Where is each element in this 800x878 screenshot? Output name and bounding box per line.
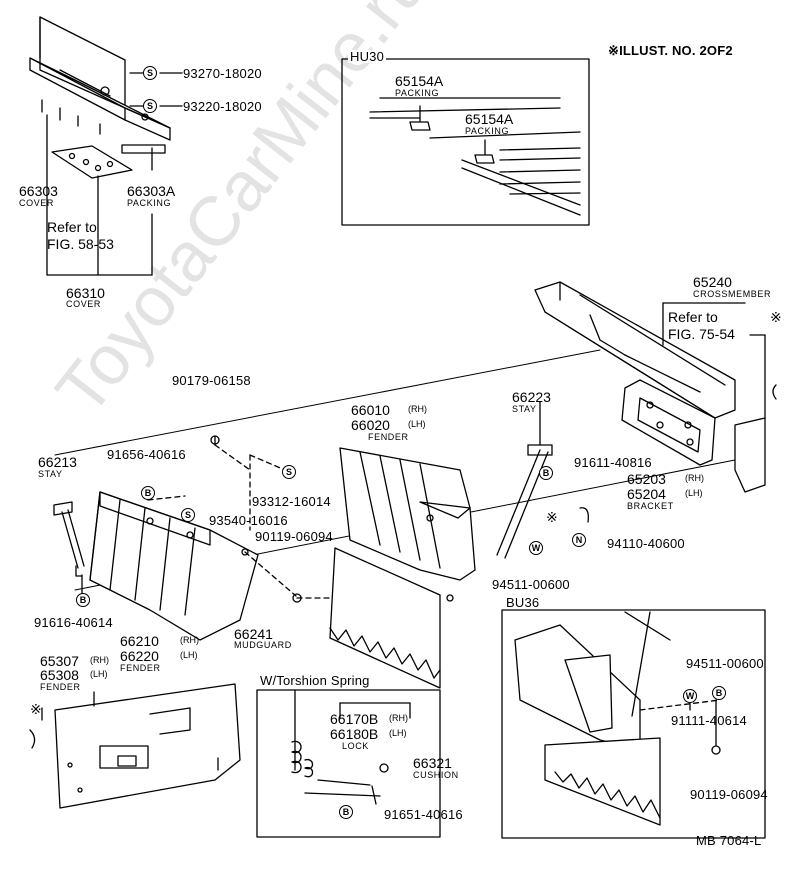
b-symbol: B <box>712 686 726 700</box>
refer-fig-75-54: FIG. 75-54 <box>668 326 735 342</box>
hu30-inset-drawing <box>341 58 590 226</box>
part-94511-00600: 94511-00600 <box>492 577 570 592</box>
part-91111-40614: 91111-40614 <box>671 713 747 728</box>
cushion-label: CUSHION <box>413 770 459 780</box>
part-65308: 65308 <box>40 667 79 683</box>
part-91656-40616: 91656-40616 <box>107 447 186 462</box>
part-90119-06094-bu36: 90119-06094 <box>690 787 768 802</box>
packing-label-2: PACKING <box>465 126 510 136</box>
b-symbol: B <box>339 805 353 819</box>
part-66223: 66223 <box>512 389 551 405</box>
rh-tag: (RH) <box>408 404 427 414</box>
crossmember-drawing <box>534 281 777 493</box>
stay-label-2: STAY <box>512 404 537 414</box>
lock-label: LOCK <box>342 741 369 751</box>
s-symbol: S <box>143 99 157 113</box>
bu36-title: BU36 <box>506 595 540 610</box>
part-66020: 66020 <box>351 417 390 433</box>
part-93270-18020: 93270-18020 <box>183 66 262 81</box>
rh-tag: (RH) <box>389 713 408 723</box>
lh-tag: (LH) <box>685 488 703 498</box>
w-symbol: W <box>683 689 697 703</box>
crossmember-name: CROSSMEMBER <box>693 289 772 299</box>
part-65154a-1: 65154A <box>395 73 444 89</box>
stay-label-1: STAY <box>38 469 63 479</box>
b-symbol: B <box>76 593 90 607</box>
diagram-code: MB 7064-L <box>696 833 762 848</box>
hu30-title: HU30 <box>348 49 387 64</box>
part-65204: 65204 <box>627 486 666 502</box>
b-symbol: B <box>539 466 553 480</box>
b-symbol: B <box>141 486 155 500</box>
part-90179-06158: 90179-06158 <box>172 373 251 388</box>
part-65154a-2: 65154A <box>465 111 514 127</box>
asterisk-mark: ※ <box>30 701 42 717</box>
lh-tag: (LH) <box>180 650 198 660</box>
part-66010: 66010 <box>351 402 390 418</box>
lh-tag: (LH) <box>90 669 108 679</box>
part-66310: 66310 <box>66 285 105 301</box>
s-symbol: S <box>143 66 157 80</box>
asterisk-mark: ※ <box>770 309 782 325</box>
part-66220: 66220 <box>120 648 159 664</box>
part-66303a-name: PACKING <box>127 198 172 208</box>
illust-number: ※ILLUST. NO. 2OF2 <box>608 43 733 58</box>
top-bracket-drawing <box>29 16 183 276</box>
n-symbol: N <box>572 533 586 547</box>
part-66180b: 66180B <box>330 726 379 742</box>
refer-fig-58-53: FIG. 58-53 <box>47 236 114 252</box>
rh-tag: (RH) <box>180 635 199 645</box>
center-fender-drawing <box>292 401 589 689</box>
part-66303: 66303 <box>19 183 58 199</box>
fender-label-2: FENDER <box>368 432 409 442</box>
bottom-fender-drawing <box>29 683 241 809</box>
part-66241: 66241 <box>234 626 273 642</box>
bu36-box-drawing <box>501 609 766 839</box>
part-91616-40614: 91616-40614 <box>34 615 113 630</box>
part-90119-06094: 90119-06094 <box>255 529 333 544</box>
fender-label-1: FENDER <box>120 663 161 673</box>
bracket-label: BRACKET <box>627 501 674 511</box>
part-65307: 65307 <box>40 653 79 669</box>
mudguard-label: MUDGUARD <box>234 640 292 650</box>
part-94110-40600: 94110-40600 <box>607 536 685 551</box>
torsion-box-drawing <box>256 689 441 838</box>
s-symbol: S <box>282 465 296 479</box>
fender-label-3: FENDER <box>40 682 81 692</box>
rh-tag: (RH) <box>90 655 109 665</box>
asterisk-mark: ※ <box>546 509 558 525</box>
part-94511-00600-bu36: 94511-00600 <box>686 656 764 671</box>
packing-label-1: PACKING <box>395 88 440 98</box>
refer-to-text: Refer to <box>47 219 97 235</box>
part-65240: 65240 <box>693 274 732 290</box>
part-66310-name: COVER <box>66 299 102 309</box>
part-66321: 66321 <box>413 755 452 771</box>
lh-tag: (LH) <box>408 419 426 429</box>
part-93220-18020: 93220-18020 <box>183 99 262 114</box>
part-91651-40616: 91651-40616 <box>384 807 463 822</box>
part-66303-name: COVER <box>19 198 55 208</box>
part-66170b: 66170B <box>330 711 379 727</box>
part-66303a: 66303A <box>127 183 176 199</box>
w-symbol: W <box>529 541 543 555</box>
torsion-spring-title: W/Torshion Spring <box>260 673 370 688</box>
s-symbol: S <box>181 508 195 522</box>
left-fender-drawing <box>53 435 297 641</box>
part-91611-40816: 91611-40816 <box>574 455 652 470</box>
part-65203: 65203 <box>627 471 666 487</box>
part-66213: 66213 <box>38 454 77 470</box>
rh-tag: (RH) <box>685 473 704 483</box>
part-93312-16014: 93312-16014 <box>252 494 331 509</box>
lh-tag: (LH) <box>389 728 407 738</box>
refer-to-text-2: Refer to <box>668 309 718 325</box>
part-93540-16016: 93540-16016 <box>209 513 288 528</box>
part-66210: 66210 <box>120 633 159 649</box>
